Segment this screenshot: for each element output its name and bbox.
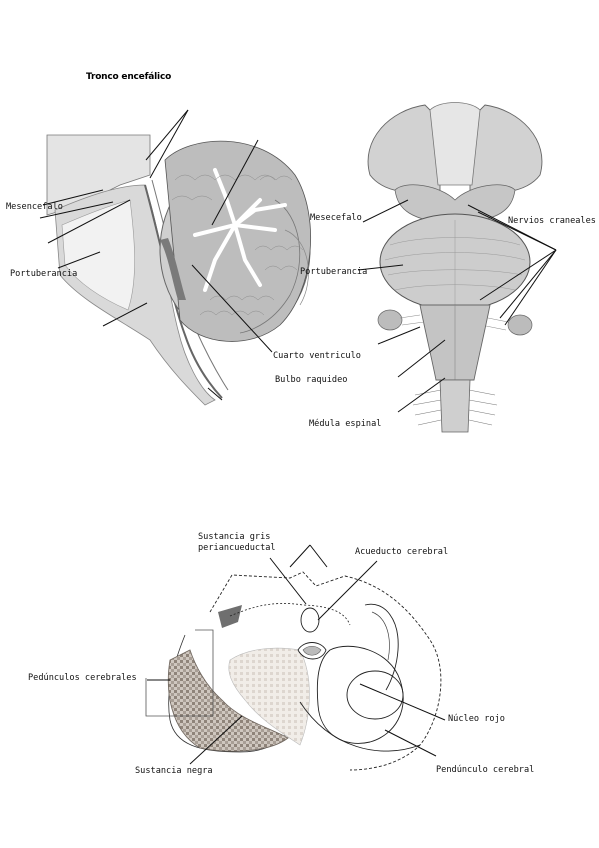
label-sustancia-negra: Sustancia negra (135, 766, 213, 776)
label-medula-espinal: Médula espinal (309, 419, 382, 429)
label-acueducto-cerebral: Acueducto cerebral (355, 547, 449, 557)
label-mesencefalo-anterior: Mesecefalo (310, 213, 362, 223)
label-cuarto-ventriculo: Cuarto ventriculo (273, 351, 361, 361)
label-pedunculos-cerebrales: Pedúnculos cerebrales (28, 673, 137, 683)
label-portuberancia-anterior: Portuberancia (300, 267, 368, 277)
page-title: Tronco encefálico (86, 72, 172, 82)
label-mesencefalo-sagittal: Mesencefalo (6, 202, 63, 212)
label-sustancia-gris-line1: Sustancia gris (198, 532, 271, 542)
label-portuberancia-sagittal: Portuberancia (10, 269, 78, 279)
label-nervios-craneales: Nervios craneales (508, 216, 596, 226)
label-sustancia-gris-line2: periancueductal (198, 543, 276, 553)
label-bulbo-raquideo: Bulbo raquideo (275, 375, 348, 385)
anterior-illustration (367, 102, 543, 433)
section-leaders (147, 544, 446, 765)
midbrain-section (145, 571, 442, 771)
label-nucleo-rojo: Núcleo rojo (448, 714, 505, 724)
sagittal-illustration (46, 134, 312, 406)
anterior-leaders (357, 199, 557, 413)
sagittal-leaders (39, 109, 273, 401)
label-pedunculo-cerebral: Pendúnculo cerebral (436, 765, 535, 775)
